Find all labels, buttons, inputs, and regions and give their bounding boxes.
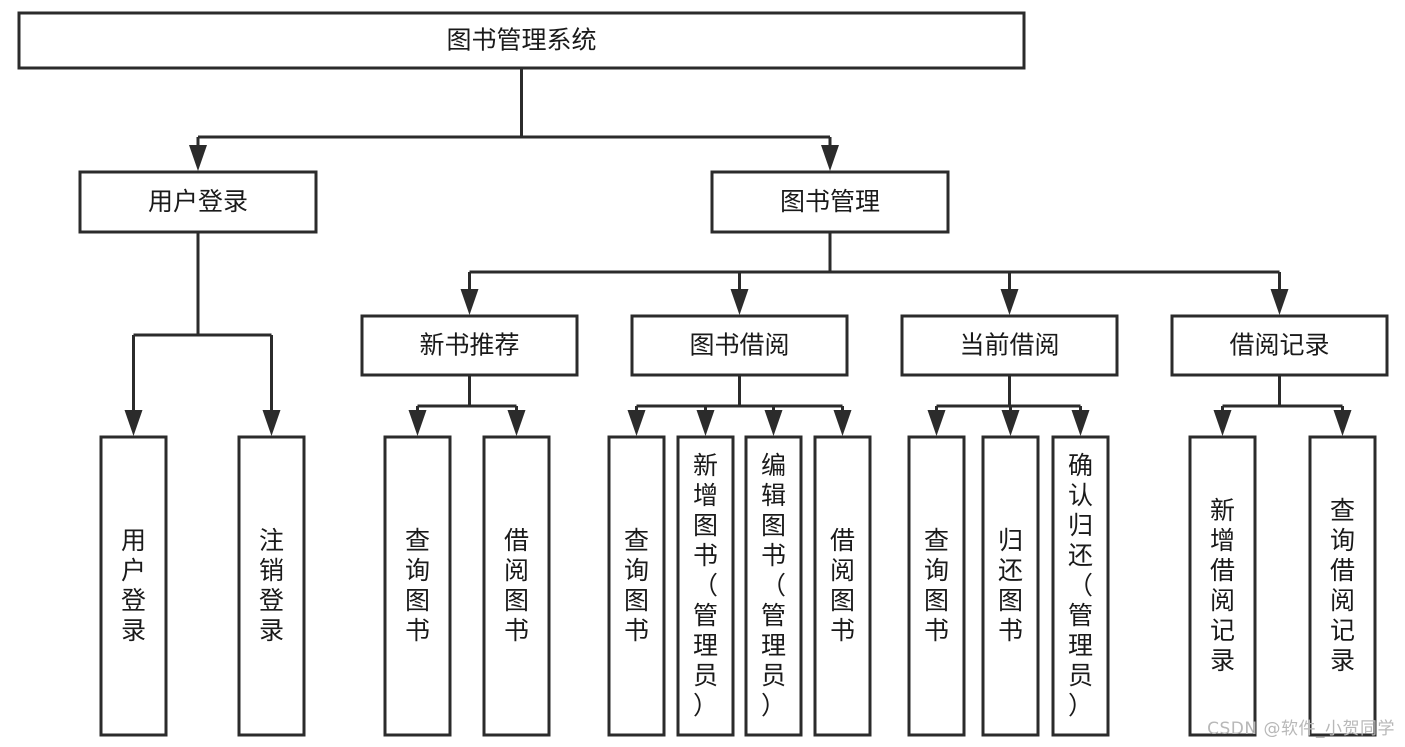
node-new-book-recommend[interactable]: 新书推荐 <box>360 314 579 377</box>
node-box-leaf-edit-book <box>744 435 803 737</box>
arrow-head-leaf-borrow-book-2 <box>833 410 852 436</box>
arrow-head-leaf-confirm-return <box>1071 410 1090 436</box>
node-box-leaf-confirm-return <box>1051 435 1110 737</box>
node-box-borrow-record <box>1170 314 1389 377</box>
node-label-leaf-borrow-book-1: 借阅图书 <box>504 526 529 645</box>
node-borrow-record[interactable]: 借阅记录 <box>1170 314 1389 377</box>
node-leaf-user-logout[interactable]: 注销登录 <box>237 435 306 737</box>
node-label-leaf-confirm-return: 确认归还（管理员） <box>1068 451 1093 720</box>
node-leaf-query-book-2[interactable]: 查询图书 <box>607 435 666 737</box>
node-box-leaf-user-login <box>99 435 168 737</box>
arrow-head-leaf-return-book <box>1001 410 1020 436</box>
node-label-leaf-edit-book: 编辑图书（管理员） <box>761 451 786 720</box>
arrow-head-leaf-user-logout <box>262 410 281 436</box>
node-label-new-book-recommend: 新书推荐 <box>419 331 519 360</box>
arrow-head-leaf-user-login <box>124 410 143 436</box>
node-box-leaf-query-book-1 <box>383 435 452 737</box>
arrow-head-current-borrow <box>1000 289 1019 315</box>
connectors-layer <box>124 68 1352 436</box>
node-book-management[interactable]: 图书管理 <box>710 170 950 234</box>
arrow-head-borrow-record <box>1270 289 1289 315</box>
node-label-leaf-user-login: 用户登录 <box>121 526 146 645</box>
node-box-leaf-query-book-3 <box>907 435 966 737</box>
arrow-head-leaf-add-book <box>696 410 715 436</box>
node-box-new-book-recommend <box>360 314 579 377</box>
node-label-leaf-query-borrow-record: 查询借阅记录 <box>1330 496 1355 675</box>
node-root[interactable]: 图书管理系统 <box>17 11 1026 70</box>
arrow-head-leaf-edit-book <box>764 410 783 436</box>
node-leaf-query-borrow-record[interactable]: 查询借阅记录 <box>1308 435 1377 737</box>
node-label-borrow-record: 借阅记录 <box>1229 331 1329 360</box>
node-box-leaf-return-book <box>981 435 1040 737</box>
node-box-leaf-query-borrow-record <box>1308 435 1377 737</box>
node-user-login[interactable]: 用户登录 <box>78 170 318 234</box>
node-box-user-login <box>78 170 318 234</box>
arrow-head-leaf-query-book-2 <box>627 410 646 436</box>
node-box-leaf-user-logout <box>237 435 306 737</box>
arrow-head-leaf-query-book-1 <box>408 410 427 436</box>
node-label-leaf-query-book-1: 查询图书 <box>405 526 430 645</box>
node-label-leaf-borrow-book-2: 借阅图书 <box>830 526 855 645</box>
node-leaf-user-login[interactable]: 用户登录 <box>99 435 168 737</box>
arrow-head-leaf-query-book-3 <box>927 410 946 436</box>
node-current-borrow[interactable]: 当前借阅 <box>900 314 1119 377</box>
node-label-leaf-query-book-2: 查询图书 <box>624 526 649 645</box>
arrow-head-book-borrow <box>730 289 749 315</box>
node-leaf-return-book[interactable]: 归还图书 <box>981 435 1040 737</box>
arrow-head-book-management <box>821 145 839 171</box>
node-leaf-add-book[interactable]: 新增图书（管理员） <box>676 435 735 737</box>
arrow-head-leaf-query-borrow-record <box>1333 410 1352 436</box>
node-label-current-borrow: 当前借阅 <box>959 331 1059 360</box>
node-leaf-confirm-return[interactable]: 确认归还（管理员） <box>1051 435 1110 737</box>
node-label-leaf-user-logout: 注销登录 <box>259 526 284 645</box>
node-book-borrow[interactable]: 图书借阅 <box>630 314 849 377</box>
node-leaf-edit-book[interactable]: 编辑图书（管理员） <box>744 435 803 737</box>
node-box-current-borrow <box>900 314 1119 377</box>
node-box-leaf-query-book-2 <box>607 435 666 737</box>
watermark-label: CSDN @软件_小贺同学 <box>1207 719 1395 739</box>
node-label-leaf-return-book: 归还图书 <box>998 526 1023 645</box>
node-box-book-borrow <box>630 314 849 377</box>
node-leaf-add-borrow-record[interactable]: 新增借阅记录 <box>1188 435 1257 737</box>
node-leaf-borrow-book-2[interactable]: 借阅图书 <box>813 435 872 737</box>
node-box-root <box>17 11 1026 70</box>
node-box-leaf-borrow-book-2 <box>813 435 872 737</box>
node-leaf-borrow-book-1[interactable]: 借阅图书 <box>482 435 551 737</box>
node-box-book-management <box>710 170 950 234</box>
node-box-leaf-borrow-book-1 <box>482 435 551 737</box>
node-label-book-management: 图书管理 <box>780 187 880 216</box>
node-leaf-query-book-3[interactable]: 查询图书 <box>907 435 966 737</box>
node-label-book-borrow: 图书借阅 <box>689 331 789 360</box>
node-label-leaf-add-borrow-record: 新增借阅记录 <box>1210 496 1235 675</box>
node-label-user-login: 用户登录 <box>148 187 248 216</box>
node-box-leaf-add-borrow-record <box>1188 435 1257 737</box>
node-label-root: 图书管理系统 <box>446 26 596 55</box>
arrow-head-leaf-add-borrow-record <box>1213 410 1232 436</box>
node-label-leaf-query-book-3: 查询图书 <box>924 526 949 645</box>
node-label-leaf-add-book: 新增图书（管理员） <box>693 451 718 720</box>
node-leaf-query-book-1[interactable]: 查询图书 <box>383 435 452 737</box>
arrow-head-new-book-recommend <box>460 289 479 315</box>
arrow-head-leaf-borrow-book-1 <box>507 410 526 436</box>
arrow-head-user-login <box>189 145 207 171</box>
nodes-layer: 图书管理系统用户登录图书管理新书推荐图书借阅当前借阅借阅记录用户登录注销登录查询… <box>17 11 1389 737</box>
node-box-leaf-add-book <box>676 435 735 737</box>
